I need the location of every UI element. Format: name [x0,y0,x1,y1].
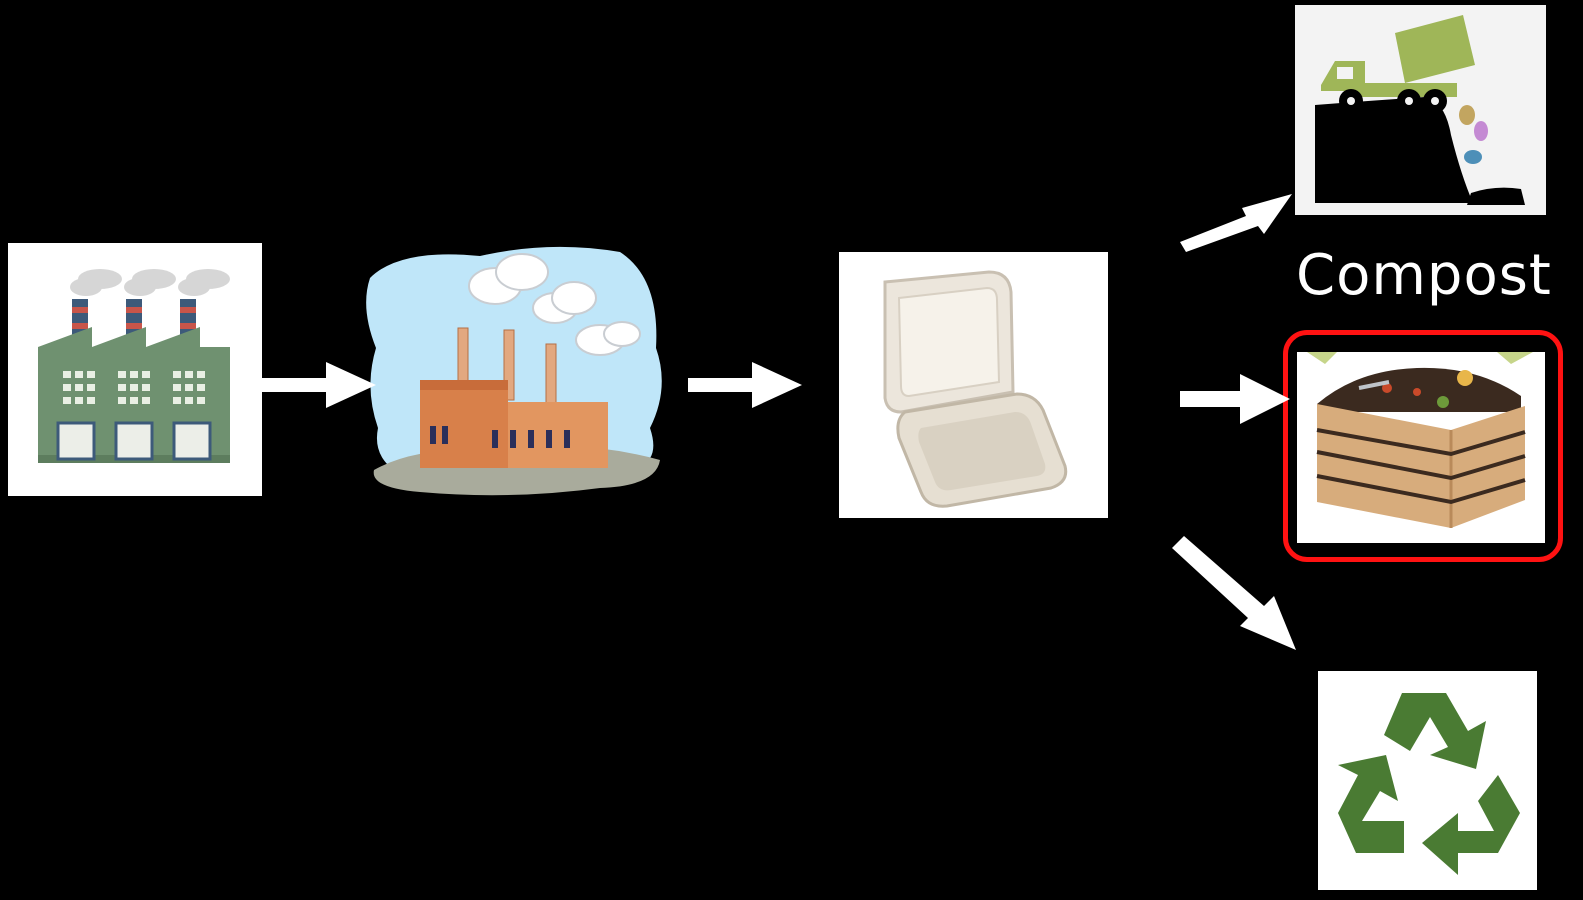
arrow-pollution-to-container [688,360,802,410]
landfill-truck-icon [1295,5,1546,215]
factory-node [8,243,262,496]
compost-label: Compost [1296,238,1552,314]
arrow-factory-to-pollution [260,360,376,410]
arrow-container-to-compost [1180,374,1290,424]
arrow-container-to-landfill [1176,186,1296,252]
recycle-icon [1318,671,1537,890]
compost-highlight-box [1283,330,1563,562]
recycle-node [1318,671,1537,890]
landfill-node [1295,5,1546,215]
clamshell-container-icon [839,252,1108,518]
polluting-factory-icon [360,238,672,500]
factory-pollution-node [360,238,672,500]
arrow-container-to-recycle [1172,536,1296,650]
factory-icon [8,243,262,496]
food-container-node [839,252,1108,518]
